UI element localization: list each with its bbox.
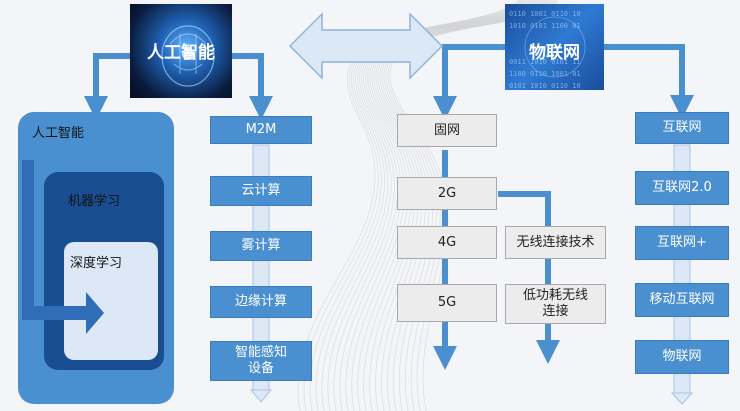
ai-to-m2m-arrow xyxy=(232,53,273,120)
internet-2-0-box: 互联网2.0 xyxy=(635,171,729,205)
wave-line xyxy=(303,0,523,411)
wave-line xyxy=(297,0,521,411)
m2m-box: M2M xyxy=(210,116,312,144)
smart-sensing-device-box: 智能感知设备 xyxy=(210,341,312,381)
wireless-connection-box: 无线连接技术 xyxy=(505,226,606,259)
wave-line xyxy=(321,0,528,411)
mobile-internet-box: 移动互联网 xyxy=(635,283,729,317)
svg-text:1010 0101 1100 01: 1010 0101 1100 01 xyxy=(509,22,581,30)
robot-brain-icon xyxy=(161,25,215,87)
wave-line xyxy=(309,0,524,411)
low-power-wireless-box: 低功耗无线连接 xyxy=(505,284,606,324)
m2m-chain-tail-arrow xyxy=(249,389,273,403)
wave-line xyxy=(315,0,526,411)
ai-tile: 人工智能 xyxy=(130,4,232,98)
edge-computing-box: 边缘计算 xyxy=(210,286,312,318)
iot-box: 物联网 xyxy=(635,340,729,374)
wave-line xyxy=(351,0,537,411)
2g-box: 2G xyxy=(397,177,497,210)
iot-to-internet-arrow xyxy=(604,44,694,119)
svg-text:1100 0110 1001 01: 1100 0110 1001 01 xyxy=(509,70,581,78)
wave-line xyxy=(357,0,539,411)
ai-tile-label: 人工智能 xyxy=(147,43,215,63)
ai-outer-label: 人工智能 xyxy=(32,126,85,141)
svg-text:0011 1010 0101 11: 0011 1010 0101 11 xyxy=(509,58,581,66)
svg-text:0101 1010 0110 10: 0101 1010 0110 10 xyxy=(509,82,581,90)
iot-tile: 0110 1001 0110 10 1010 0101 1100 01 0011… xyxy=(505,4,604,90)
svg-text:0110 1001 0110 10: 0110 1001 0110 10 xyxy=(509,10,581,18)
double-arrow-icon xyxy=(288,12,444,80)
wave-line xyxy=(373,0,544,411)
5g-box: 5G xyxy=(397,284,497,322)
fog-computing-box: 雾计算 xyxy=(210,231,312,261)
wave-line xyxy=(339,0,533,411)
cloud-computing-box: 云计算 xyxy=(210,176,312,206)
internet-plus-box: 互联网+ xyxy=(635,226,729,260)
wave-line xyxy=(327,0,530,411)
wave-line xyxy=(345,0,535,411)
4g-box: 4G xyxy=(397,226,497,259)
internet-chain-tail-arrow xyxy=(670,392,694,405)
iot-tile-label: 物联网 xyxy=(529,43,580,63)
iot-to-fixed-arrow xyxy=(433,44,505,120)
ai-inner-box: 深度学习 xyxy=(64,242,158,360)
ai-middle-label: 机器学习 xyxy=(68,194,121,209)
ai-to-nested-arrow xyxy=(84,53,130,120)
internet-box: 互联网 xyxy=(635,112,729,144)
wave-line xyxy=(363,0,541,411)
ai-inner-label: 深度学习 xyxy=(70,256,123,271)
wave-line xyxy=(375,0,546,411)
fixed-network-box: 固网 xyxy=(397,114,497,147)
wave-line xyxy=(369,0,542,411)
wave-line xyxy=(333,0,532,411)
binary-globe-icon: 0110 1001 0110 10 1010 0101 1100 01 0011… xyxy=(509,10,586,90)
